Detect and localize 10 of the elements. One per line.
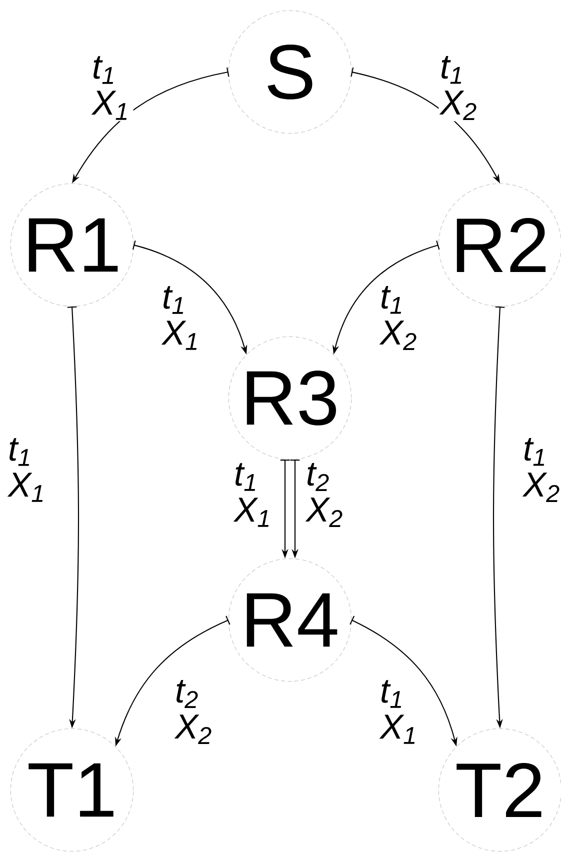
edge-label: t$_{1}$ X$_{2}$ bbox=[438, 54, 482, 122]
edge-label: t$_{1}$ X$_{2}$ bbox=[522, 436, 561, 504]
edge-label: t$_{2}$ X$_{2}$ bbox=[304, 462, 348, 528]
edge-label: t$_{1}$ X$_{1}$ bbox=[232, 462, 276, 528]
edge-label: t$_{1}$ X$_{1}$ bbox=[160, 284, 204, 352]
edge-label: t$_{2}$ X$_{2}$ bbox=[174, 678, 216, 746]
edge-label: t$_{1}$ X$_{2}$ bbox=[378, 284, 422, 352]
edge-label: t$_{1}$ X$_{1}$ bbox=[6, 436, 50, 504]
edge-label: t$_{1}$ X$_{1}$ bbox=[90, 54, 134, 122]
edge-label: t$_{1}$ X$_{1}$ bbox=[378, 678, 422, 746]
